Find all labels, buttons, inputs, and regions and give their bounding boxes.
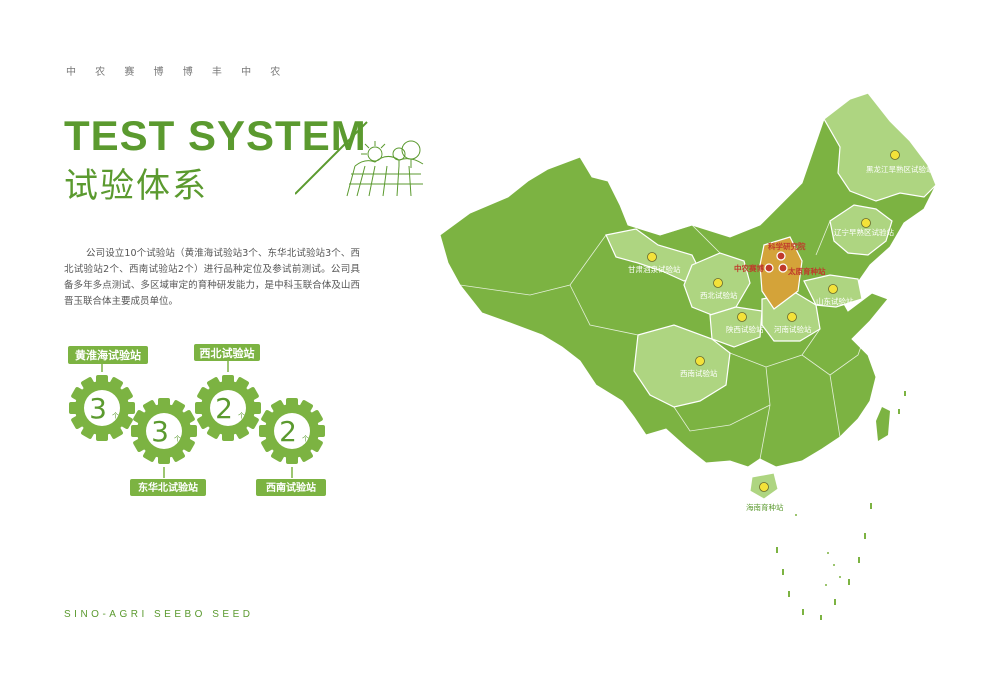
station-marker [890, 150, 900, 160]
gear-label: 黄淮海试验站 [75, 348, 141, 362]
station-marker [737, 312, 747, 322]
station-label: 甘肃酒泉试验站 [628, 264, 681, 274]
farmland-illustration [295, 121, 424, 197]
station-marker [695, 356, 705, 366]
gear-unit: 个 [302, 435, 309, 443]
station-label: 河南试验站 [774, 324, 812, 334]
map-liaoning [829, 204, 893, 256]
map-heilongjiang [823, 92, 937, 202]
gear-count: 2 [215, 392, 233, 425]
gear-label: 西北试验站 [200, 346, 255, 360]
hq-marker [764, 263, 774, 273]
station-label: 海南育种站 [746, 502, 784, 512]
hq-label: 科学研究院 [768, 241, 806, 251]
hq-marker [778, 263, 788, 273]
gear-xinan: 2 个 西南试验站 [256, 398, 326, 496]
station-label: 黑龙江旱熟区试验站 [866, 164, 934, 174]
brand-top-text: 中 农 赛 博 博 丰 中 农 [66, 67, 289, 78]
china-station-map: 黑龙江旱熟区试验站 辽宁早熟区试验站 甘肃酒泉试验站 西北试验站 陕西试验站 河… [439, 92, 937, 620]
gear-donghuabei: 3 个 东华北试验站 [130, 398, 206, 496]
station-label: 西南试验站 [680, 368, 718, 378]
gear-unit: 个 [112, 412, 119, 420]
gear-xibei: 西北试验站 2 个 [194, 344, 261, 441]
station-marker [647, 252, 657, 262]
gear-unit: 个 [174, 435, 181, 443]
gear-label: 西南试验站 [266, 481, 316, 494]
gear-count: 2 [279, 415, 297, 448]
hq-marker [776, 251, 786, 261]
page-title-en: TEST SYSTEM [64, 112, 367, 159]
hq-label: 中农赛博 [734, 263, 764, 273]
hq-label: 太原育种站 [788, 266, 826, 276]
station-marker [759, 482, 769, 492]
station-label: 西北试验站 [700, 290, 738, 300]
map-xinan [633, 324, 731, 408]
brand-bottom-text: SINO-AGRI SEEBO SEED [64, 609, 254, 620]
station-label: 陕西试验站 [726, 324, 764, 334]
map-shanxi [759, 236, 803, 310]
station-marker [828, 284, 838, 294]
intro-paragraph: 公司设立10个试验站（黄淮海试验站3个、东华北试验站3个、西北试验站2个、西南试… [64, 248, 360, 307]
gear-label: 东华北试验站 [138, 481, 198, 494]
station-label: 山东试验站 [816, 296, 854, 306]
page-title-cn: 试验体系 [64, 166, 208, 206]
map-taiwan [876, 407, 890, 441]
gear-huanghuaihai: 黄淮海试验站 3 个 [68, 346, 148, 441]
gear-count: 3 [151, 415, 169, 448]
province-borders [459, 220, 871, 460]
station-marker [861, 218, 871, 228]
hq-markers: 科学研究院 中农赛博 太原育种站 [734, 241, 826, 276]
station-marker [787, 312, 797, 322]
station-marker [713, 278, 723, 288]
station-label: 辽宁早熟区试验站 [834, 227, 894, 237]
gear-unit: 个 [238, 412, 245, 420]
gear-count: 3 [89, 392, 107, 425]
south-sea-islands [776, 391, 906, 620]
station-markers: 黑龙江旱熟区试验站 辽宁早熟区试验站 甘肃酒泉试验站 西北试验站 陕西试验站 河… [628, 150, 934, 512]
station-gears: 黄淮海试验站 3 个 3 个 东华北试验站 西北试验站 2 个 2 个 西南试验… [68, 344, 326, 496]
